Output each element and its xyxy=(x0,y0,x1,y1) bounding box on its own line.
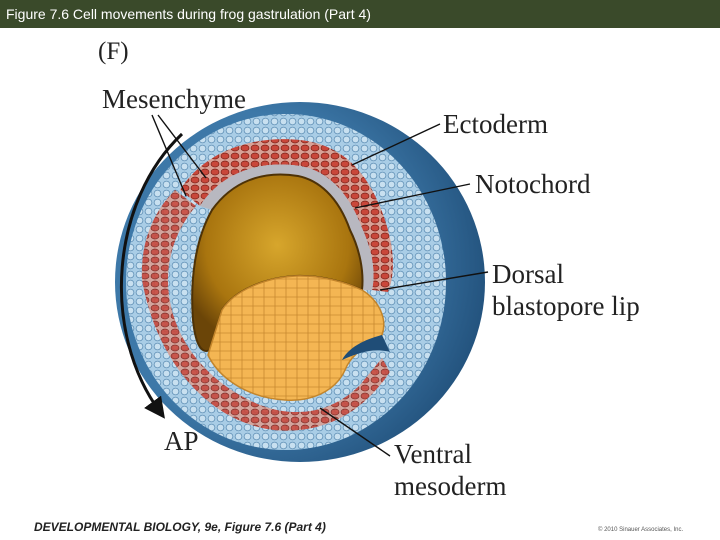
label-ap: AP xyxy=(164,426,199,456)
ventral-mesoderm-leader xyxy=(319,407,391,457)
title-bar: Figure 7.6 Cell movements during frog ga… xyxy=(0,0,720,28)
label-ventral-line2: mesoderm xyxy=(394,471,507,501)
ap-movement-arrow xyxy=(119,132,184,419)
mesenchyme-leader-1 xyxy=(151,114,187,197)
label-ectoderm: Ectoderm xyxy=(443,109,548,139)
leader-lines xyxy=(151,114,489,457)
label-dorsal-line1: Dorsal xyxy=(492,259,564,289)
mesenchyme-leader-2 xyxy=(157,114,207,179)
label-ventral-line1: Ventral xyxy=(394,439,472,469)
label-mesenchyme: Mesenchyme xyxy=(102,84,246,114)
dorsal-lip-leader xyxy=(379,271,489,291)
panel-label: (F) xyxy=(98,38,129,65)
ectoderm-leader xyxy=(351,123,441,166)
footer-copyright: © 2010 Sinauer Associates, Inc. xyxy=(598,527,684,533)
mesoderm-layer xyxy=(141,139,393,431)
label-dorsal-line2: blastopore lip xyxy=(492,291,640,321)
label-notochord: Notochord xyxy=(475,169,591,199)
notochord-leader xyxy=(354,183,471,209)
blastopore xyxy=(342,335,390,360)
footer-citation: DEVELOPMENTAL BIOLOGY, 9e, Figure 7.6 (P… xyxy=(34,520,326,534)
